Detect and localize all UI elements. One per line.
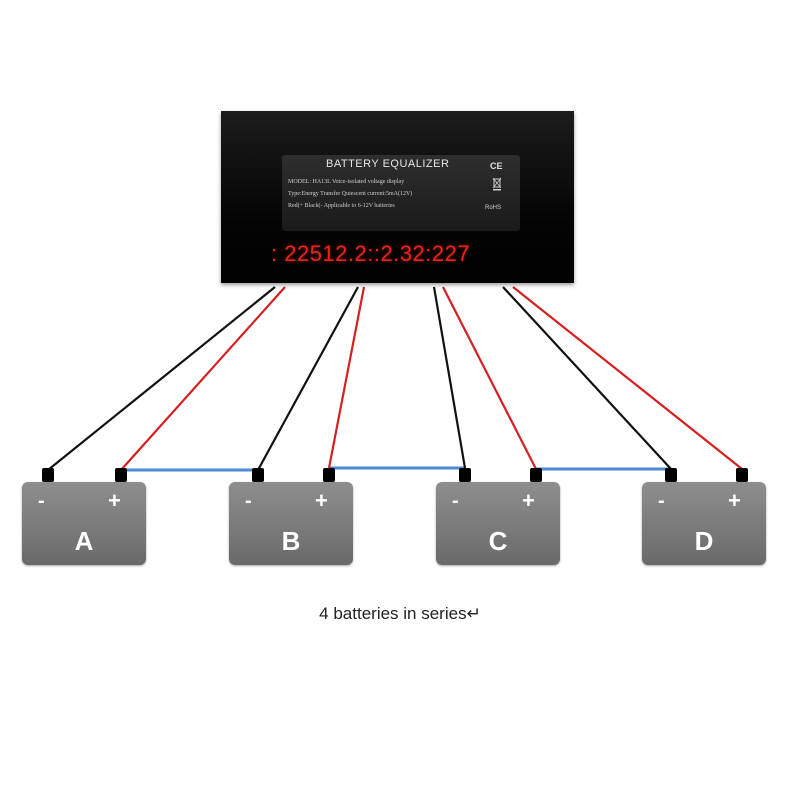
battery-plus-sign: + [315, 488, 328, 513]
battery-minus-sign: - [38, 490, 45, 512]
voltage-readout: : 22512.2::2.32:227 [271, 241, 471, 266]
ce-mark: CE [490, 161, 503, 171]
battery-a-positive-terminal [115, 468, 127, 482]
battery-label: B [281, 526, 301, 556]
battery-label: C [488, 526, 508, 556]
battery-b: - + B [229, 482, 353, 565]
rohs-mark: RoHS [485, 205, 502, 211]
spec-line-polarity: Red(+ Black(- Applicable to 6-12V batter… [288, 203, 395, 209]
battery-plus-sign: + [728, 488, 741, 513]
equalizer-title: BATTERY EQUALIZER [326, 158, 450, 170]
battery-minus-sign: - [658, 490, 665, 512]
weee-bin-icon [492, 177, 502, 191]
wire-a-negative [47, 286, 276, 471]
wire-a-positive [120, 286, 286, 471]
battery-d-positive-terminal [736, 468, 748, 482]
battery-minus-sign: - [452, 490, 459, 512]
battery-d-negative-terminal [665, 468, 677, 482]
battery-c-negative-terminal [459, 468, 471, 482]
equalizer-label-plate: BATTERY EQUALIZER MODEL: HA13L Voice-iso… [282, 155, 520, 231]
battery-a: - + A [22, 482, 146, 565]
diagram-caption: 4 batteries in series↵ [319, 604, 481, 623]
battery-c: - + C [436, 482, 560, 565]
battery-label: A [74, 526, 94, 556]
spec-line-type: Type:Energy Transfer Quiescent current:5… [288, 191, 413, 197]
battery-plus-sign: + [522, 488, 535, 513]
spec-line-model: MODEL: HA13L Voice-isolated voltage disp… [288, 179, 405, 185]
battery-plus-sign: + [108, 488, 121, 513]
battery-d: - + D [642, 482, 766, 565]
battery-b-negative-terminal [252, 468, 264, 482]
battery-minus-sign: - [245, 490, 252, 512]
battery-b-positive-terminal [323, 468, 335, 482]
wire-c-positive [442, 286, 537, 470]
battery-equalizer-device: BATTERY EQUALIZER MODEL: HA13L Voice-iso… [221, 111, 574, 283]
wire-d-positive [512, 286, 743, 470]
battery-label: D [694, 526, 714, 556]
wire-c-negative [432, 286, 467, 469]
wire-b-positive [327, 286, 366, 469]
wire-d-negative [502, 286, 672, 470]
battery-c-positive-terminal [530, 468, 542, 482]
wire-b-negative [257, 286, 359, 471]
battery-a-negative-terminal [42, 468, 54, 482]
